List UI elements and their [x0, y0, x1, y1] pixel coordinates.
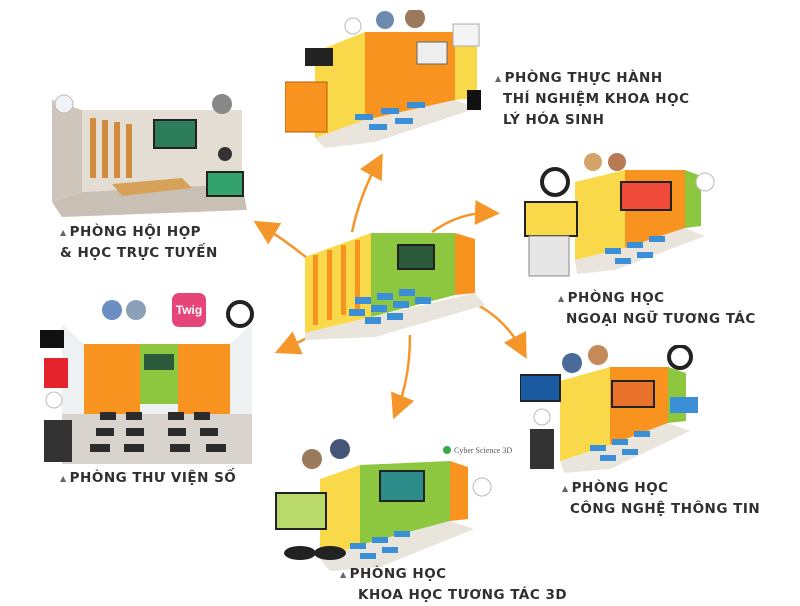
- label-meeting-room: ▲PHÒNG HỘI HỌP & HỌC TRỰC TUYẾN: [60, 224, 218, 261]
- it-room-illustration: [520, 345, 698, 473]
- language-room-illustration: [524, 153, 715, 277]
- twig-logo: Twig: [172, 293, 206, 327]
- arrow-to-lab: [350, 153, 383, 233]
- label-lab-room: ▲PHÒNG THỰC HÀNH THÍ NGHIỆM KHOA HỌC LÝ …: [495, 70, 690, 128]
- arrow-to-3d: [391, 334, 415, 420]
- cyber-science-logo: Cyber Science 3D: [443, 446, 512, 455]
- label-3d-room: ▲PHÒNG HỌC KHOA HỌC TƯƠNG TÁC 3D: [340, 566, 568, 603]
- library-room-illustration: [40, 300, 254, 464]
- meeting-room-illustration: [52, 94, 247, 217]
- label-library-room: ▲PHÒNG THƯ VIỆN SỐ: [60, 470, 237, 486]
- arrow-to-ngoaingu: [431, 200, 500, 234]
- lab-room-illustration: [285, 10, 481, 148]
- label-it-room: ▲PHÒNG HỌC CÔNG NGHỆ THÔNG TIN: [562, 480, 761, 517]
- center-classroom: [305, 233, 485, 340]
- science-3d-room-illustration: [275, 439, 492, 571]
- label-language-room: ▲PHÒNG HỌC NGOẠI NGỮ TƯƠNG TÁC: [558, 290, 756, 327]
